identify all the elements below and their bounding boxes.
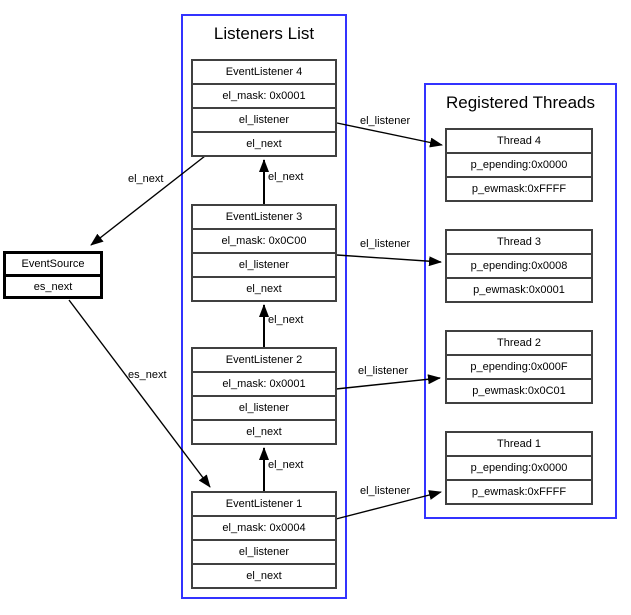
node-title: EventListener 2 [193, 349, 335, 373]
field-el-listener: el_listener [193, 541, 335, 565]
field-el-mask: el_mask: 0x0001 [193, 85, 335, 109]
field-p-epending: p_epending:0x0000 [447, 154, 591, 178]
event-source-title: EventSource [6, 254, 100, 277]
field-el-listener: el_listener [193, 254, 335, 278]
registered-threads-container: Registered Threads [424, 83, 617, 519]
edge-label-el-next: el_next [268, 459, 304, 471]
edge-label-el-next: el_next [268, 314, 304, 326]
edge-label-es-next: es_next [128, 369, 167, 381]
node-title: Thread 4 [447, 130, 591, 154]
field-el-next: el_next [246, 426, 282, 438]
field-p-ewmask: p_ewmask:0xFFFF [471, 486, 567, 498]
thread-3-box: Thread 3 p_epending:0x0008 p_ewmask:0x00… [445, 229, 593, 303]
event-source-field-es-next: es_next [33, 281, 73, 293]
field-el-next: el_next [246, 283, 282, 295]
node-title: Thread 1 [447, 433, 591, 457]
field-p-epending: p_epending:0x0008 [447, 255, 591, 279]
listeners-list-title: Listeners List [213, 24, 315, 43]
edge-label-el-listener: el_listener [360, 115, 411, 127]
field-p-epending: p_epending:0x0000 [447, 457, 591, 481]
edge-label-el-next: el_next [128, 173, 164, 185]
field-p-ewmask: p_ewmask:0xFFFF [471, 183, 567, 195]
edge-label-el-listener: el_listener [360, 485, 411, 497]
node-title: Thread 3 [447, 231, 591, 255]
field-p-ewmask: p_ewmask:0x0C01 [472, 385, 566, 397]
field-el-next: el_next [246, 138, 282, 150]
field-p-ewmask: p_ewmask:0x0001 [473, 284, 565, 296]
event-source-box: EventSource es_next [3, 251, 103, 299]
field-el-mask: el_mask: 0x0C00 [193, 230, 335, 254]
edge-label-el-next: el_next [268, 171, 304, 183]
field-p-epending: p_epending:0x000F [447, 356, 591, 380]
field-el-mask: el_mask: 0x0001 [193, 373, 335, 397]
event-listener-4-box: EventListener 4 el_mask: 0x0001 el_liste… [191, 59, 337, 157]
field-el-mask: el_mask: 0x0004 [193, 517, 335, 541]
event-listener-3-box: EventListener 3 el_mask: 0x0C00 el_liste… [191, 204, 337, 302]
field-el-listener: el_listener [193, 397, 335, 421]
edge-label-el-listener: el_listener [358, 365, 409, 377]
event-listener-2-box: EventListener 2 el_mask: 0x0001 el_liste… [191, 347, 337, 445]
field-el-next: el_next [246, 570, 282, 582]
thread-1-box: Thread 1 p_epending:0x0000 p_ewmask:0xFF… [445, 431, 593, 505]
node-title: Thread 2 [447, 332, 591, 356]
node-title: EventListener 4 [193, 61, 335, 85]
registered-threads-title: Registered Threads [446, 93, 595, 112]
edge-label-el-listener: el_listener [360, 238, 411, 250]
thread-2-box: Thread 2 p_epending:0x000F p_ewmask:0x0C… [445, 330, 593, 404]
node-title: EventListener 1 [193, 493, 335, 517]
node-title: EventListener 3 [193, 206, 335, 230]
event-listener-1-box: EventListener 1 el_mask: 0x0004 el_liste… [191, 491, 337, 589]
field-el-listener: el_listener [193, 109, 335, 133]
thread-4-box: Thread 4 p_epending:0x0000 p_ewmask:0xFF… [445, 128, 593, 202]
